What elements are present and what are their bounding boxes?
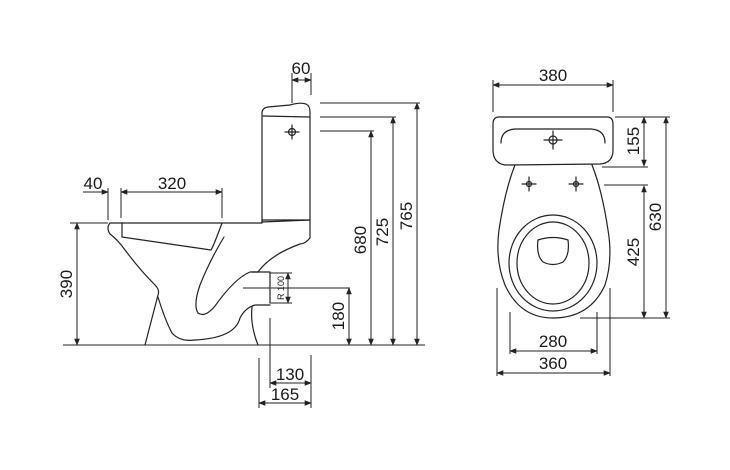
cistern-top-outline bbox=[492, 116, 614, 166]
dim-155: 155 bbox=[624, 127, 643, 155]
dim-60: 60 bbox=[292, 59, 311, 78]
trapway-outline bbox=[195, 236, 271, 316]
seat-inner bbox=[516, 221, 590, 305]
cistern-lid-line bbox=[262, 115, 310, 118]
rear-foot-outline bbox=[251, 306, 259, 346]
inlet-cross-icon bbox=[284, 124, 300, 140]
dim-425: 425 bbox=[624, 238, 643, 266]
cistern-outline bbox=[261, 102, 311, 223]
dim-130: 130 bbox=[276, 365, 304, 384]
bowl-top-outline bbox=[497, 164, 611, 319]
side-view: 60 40 320 390 180 680 725 765 R 100 130 … bbox=[57, 59, 425, 408]
dim-280: 280 bbox=[539, 332, 567, 351]
dim-40: 40 bbox=[84, 174, 103, 193]
top-view: 380 155 425 630 280 360 bbox=[492, 66, 670, 376]
water-spot bbox=[536, 236, 570, 266]
dim-r100: R 100 bbox=[276, 276, 286, 300]
dim-725: 725 bbox=[373, 218, 392, 246]
dim-390: 390 bbox=[57, 270, 76, 298]
dim-360: 360 bbox=[539, 354, 567, 373]
dim-630: 630 bbox=[646, 203, 665, 231]
dim-680: 680 bbox=[351, 226, 370, 254]
seat-outer bbox=[508, 214, 598, 312]
dim-380: 380 bbox=[539, 66, 567, 85]
seat-hinge-cross-icon bbox=[521, 176, 584, 192]
inlet-cross-icon bbox=[543, 130, 563, 150]
seat-outline bbox=[121, 222, 223, 251]
cistern-top-inner bbox=[500, 128, 606, 144]
dim-165: 165 bbox=[271, 385, 299, 404]
dim-320: 320 bbox=[158, 174, 186, 193]
bowl-outline bbox=[107, 219, 311, 346]
dim-765: 765 bbox=[397, 202, 416, 230]
dim-180: 180 bbox=[329, 302, 348, 330]
